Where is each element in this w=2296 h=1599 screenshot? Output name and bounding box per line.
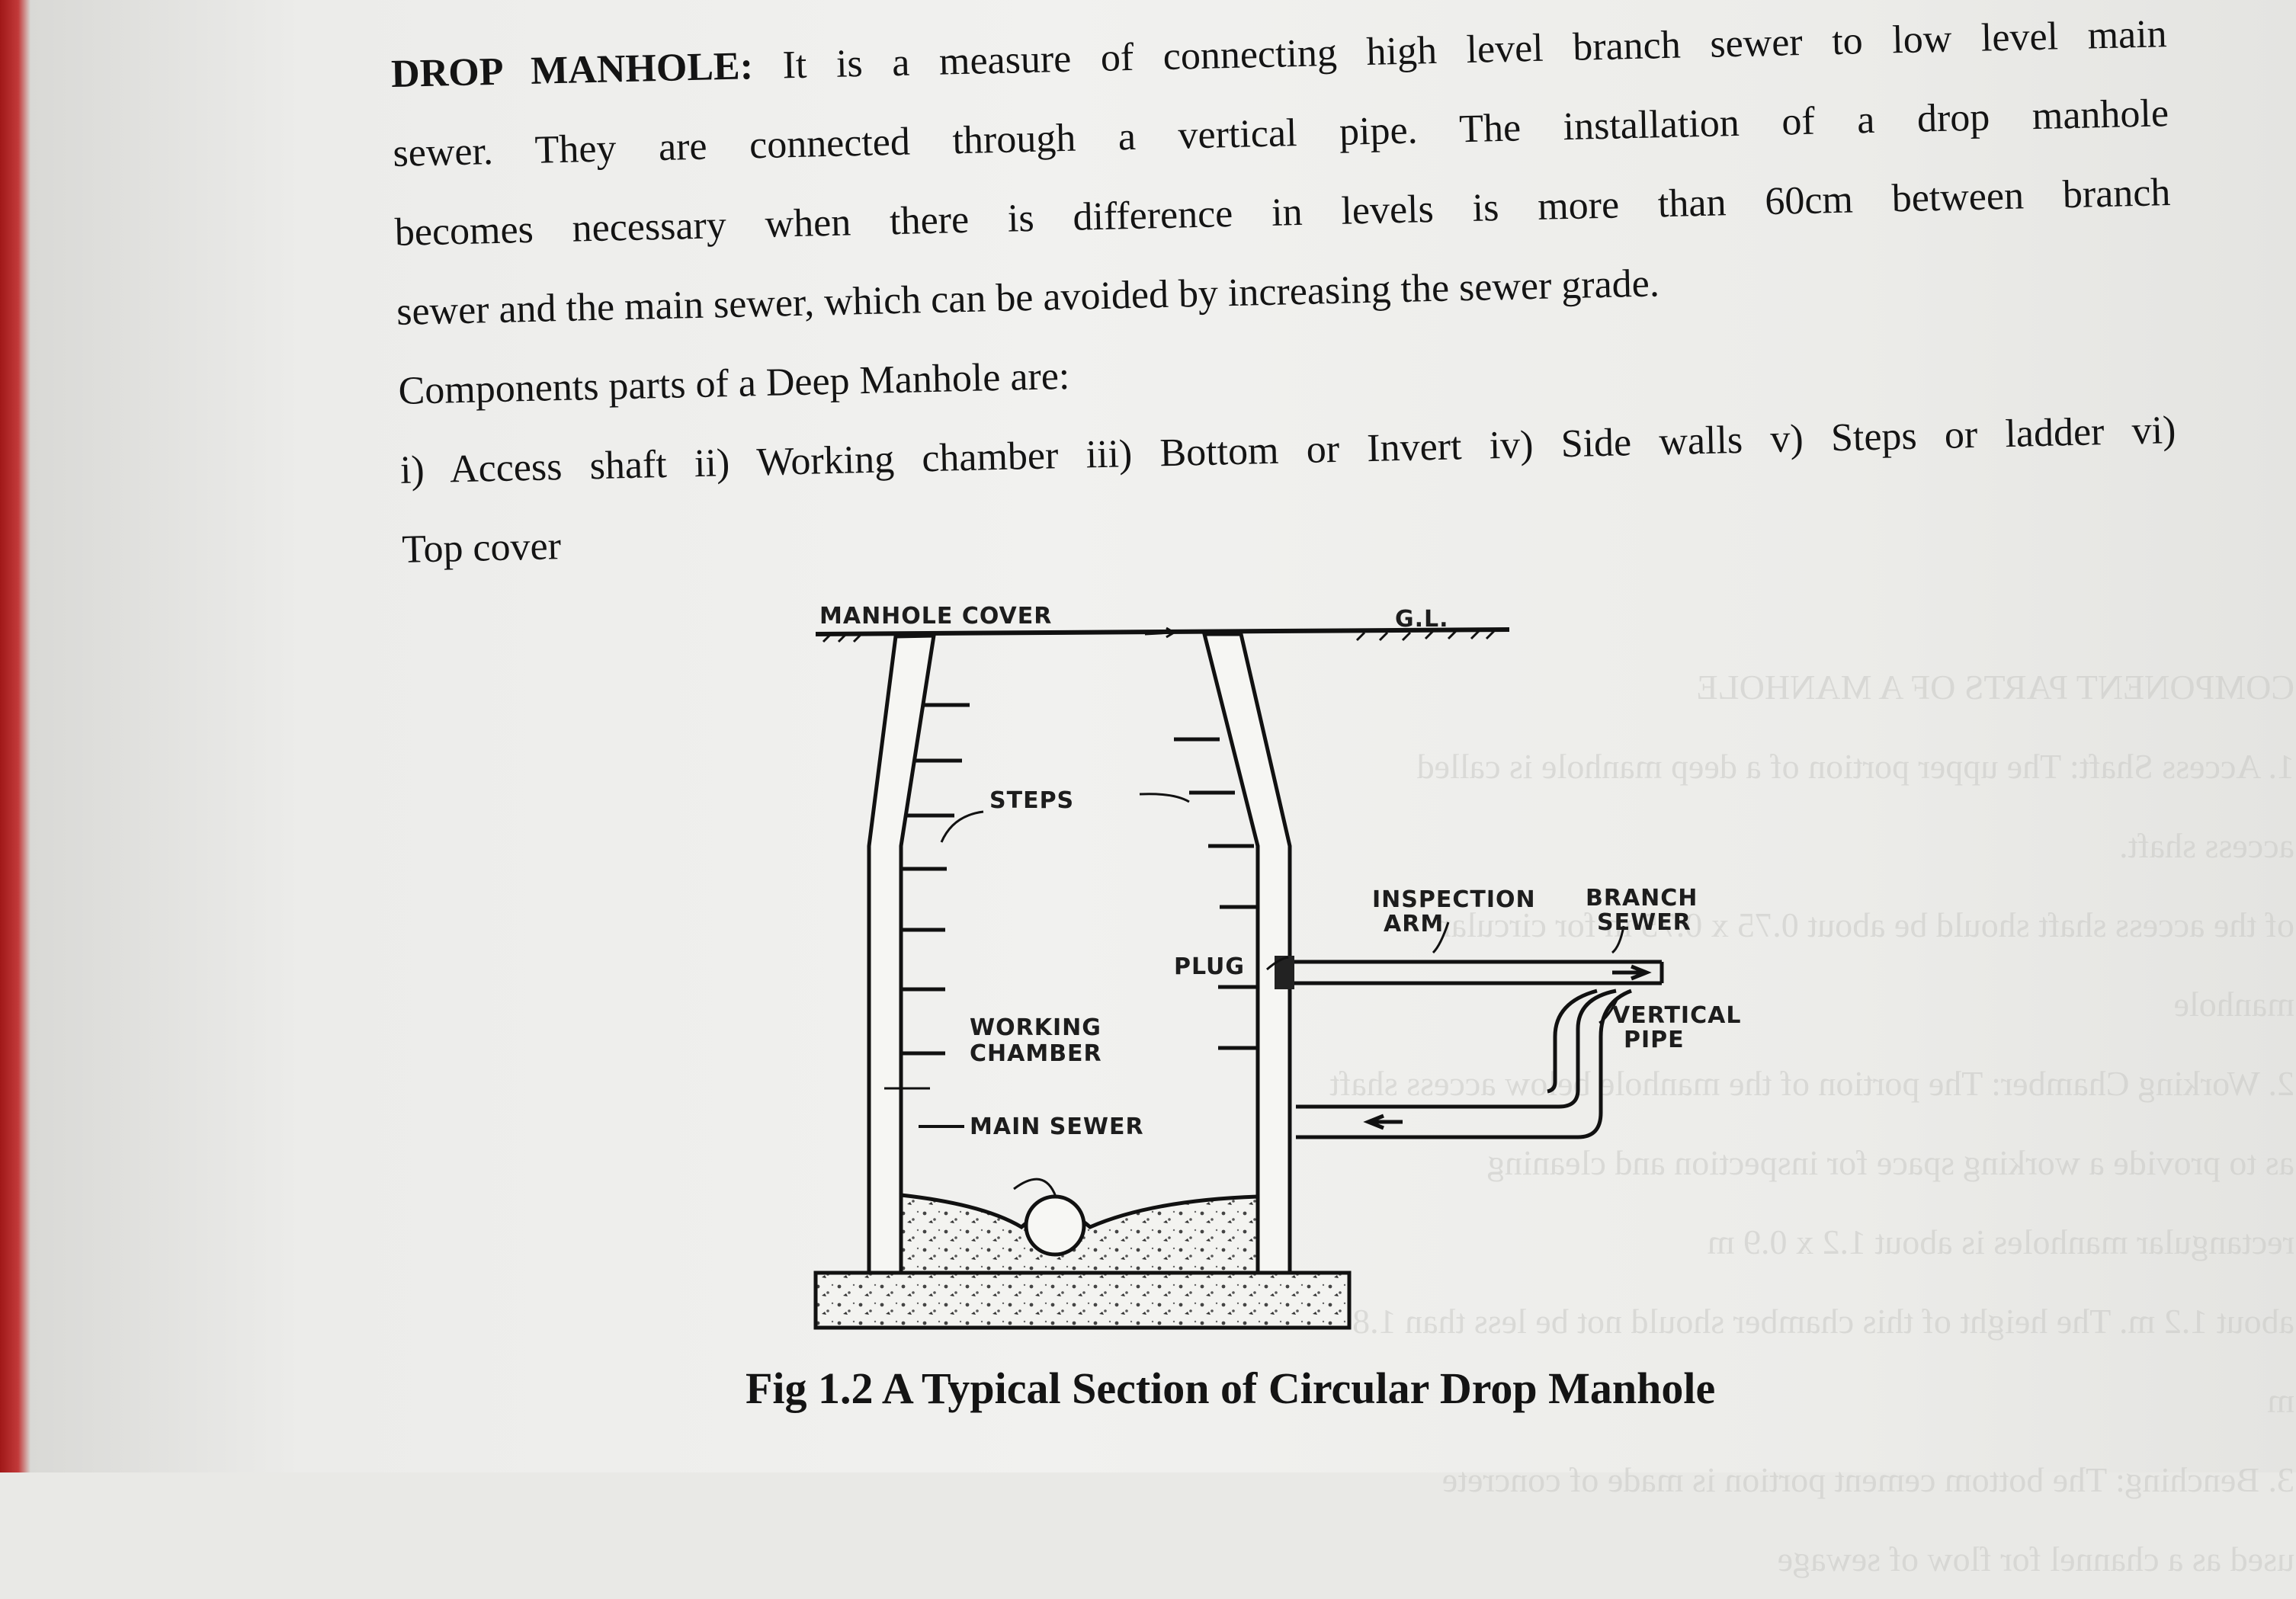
page-edge-red [0, 0, 30, 1472]
figure-caption: Fig 1.2 A Typical Section of Circular Dr… [746, 1363, 1716, 1413]
body-text: DROP MANHOLE: It is a measure of connect… [390, 0, 2179, 590]
vertical-pipe [1296, 989, 1632, 1139]
inspection-arm [1290, 960, 1664, 985]
drop-manhole-heading: DROP MANHOLE: [390, 44, 754, 96]
ground-line [815, 627, 1510, 643]
label-vertical-pipe-2: PIPE [1624, 1027, 1685, 1053]
label-working-chamber-2: CHAMBER [970, 1040, 1102, 1067]
base-slab [813, 1271, 1352, 1330]
drop-manhole-diagram: MANHOLE COVER G.L. STEPS INSPECTION ARM … [793, 587, 1784, 1379]
label-inspection-arm-2: ARM [1384, 911, 1444, 937]
label-gl: G.L. [1395, 606, 1449, 633]
leader-lines [884, 626, 1625, 1197]
label-vertical-pipe-1: VERTICAL [1612, 1002, 1741, 1029]
label-branch-sewer-2: SEWER [1597, 909, 1692, 936]
main-sewer-pipe [1024, 1194, 1086, 1257]
label-manhole-cover: MANHOLE COVER [819, 603, 1052, 630]
label-working-chamber-1: WORKING [970, 1014, 1102, 1041]
label-steps: STEPS [989, 787, 1074, 814]
label-plug: PLUG [1174, 953, 1245, 980]
label-main-sewer: MAIN SEWER [970, 1114, 1144, 1140]
steps-left [901, 703, 970, 1056]
diagram-svg: MANHOLE COVER G.L. STEPS INSPECTION ARM … [813, 603, 1741, 1330]
label-branch-sewer-1: BRANCH [1586, 885, 1698, 912]
steps-right [1174, 737, 1258, 1050]
left-side-wall [867, 633, 936, 1275]
label-inspection-arm-1: INSPECTION [1372, 886, 1536, 913]
